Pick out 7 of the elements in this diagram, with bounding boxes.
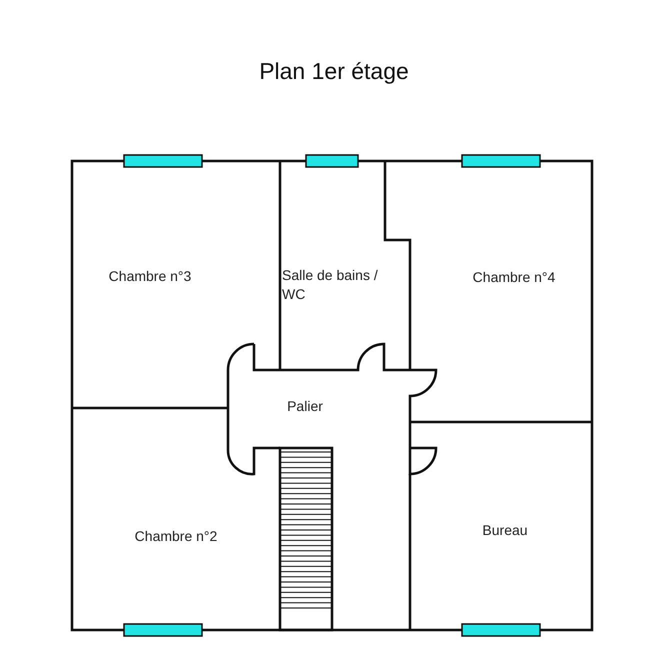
plan-title: Plan 1er étage	[259, 58, 409, 85]
room-name: Chambre n°3	[108, 267, 192, 286]
room-name: Bureau	[481, 521, 529, 540]
room-name: Salle de bains / WC	[282, 266, 379, 304]
room-name: Chambre n°2	[134, 527, 218, 546]
room-name: Chambre n°4	[472, 268, 556, 287]
room-name: Palier	[286, 397, 324, 416]
